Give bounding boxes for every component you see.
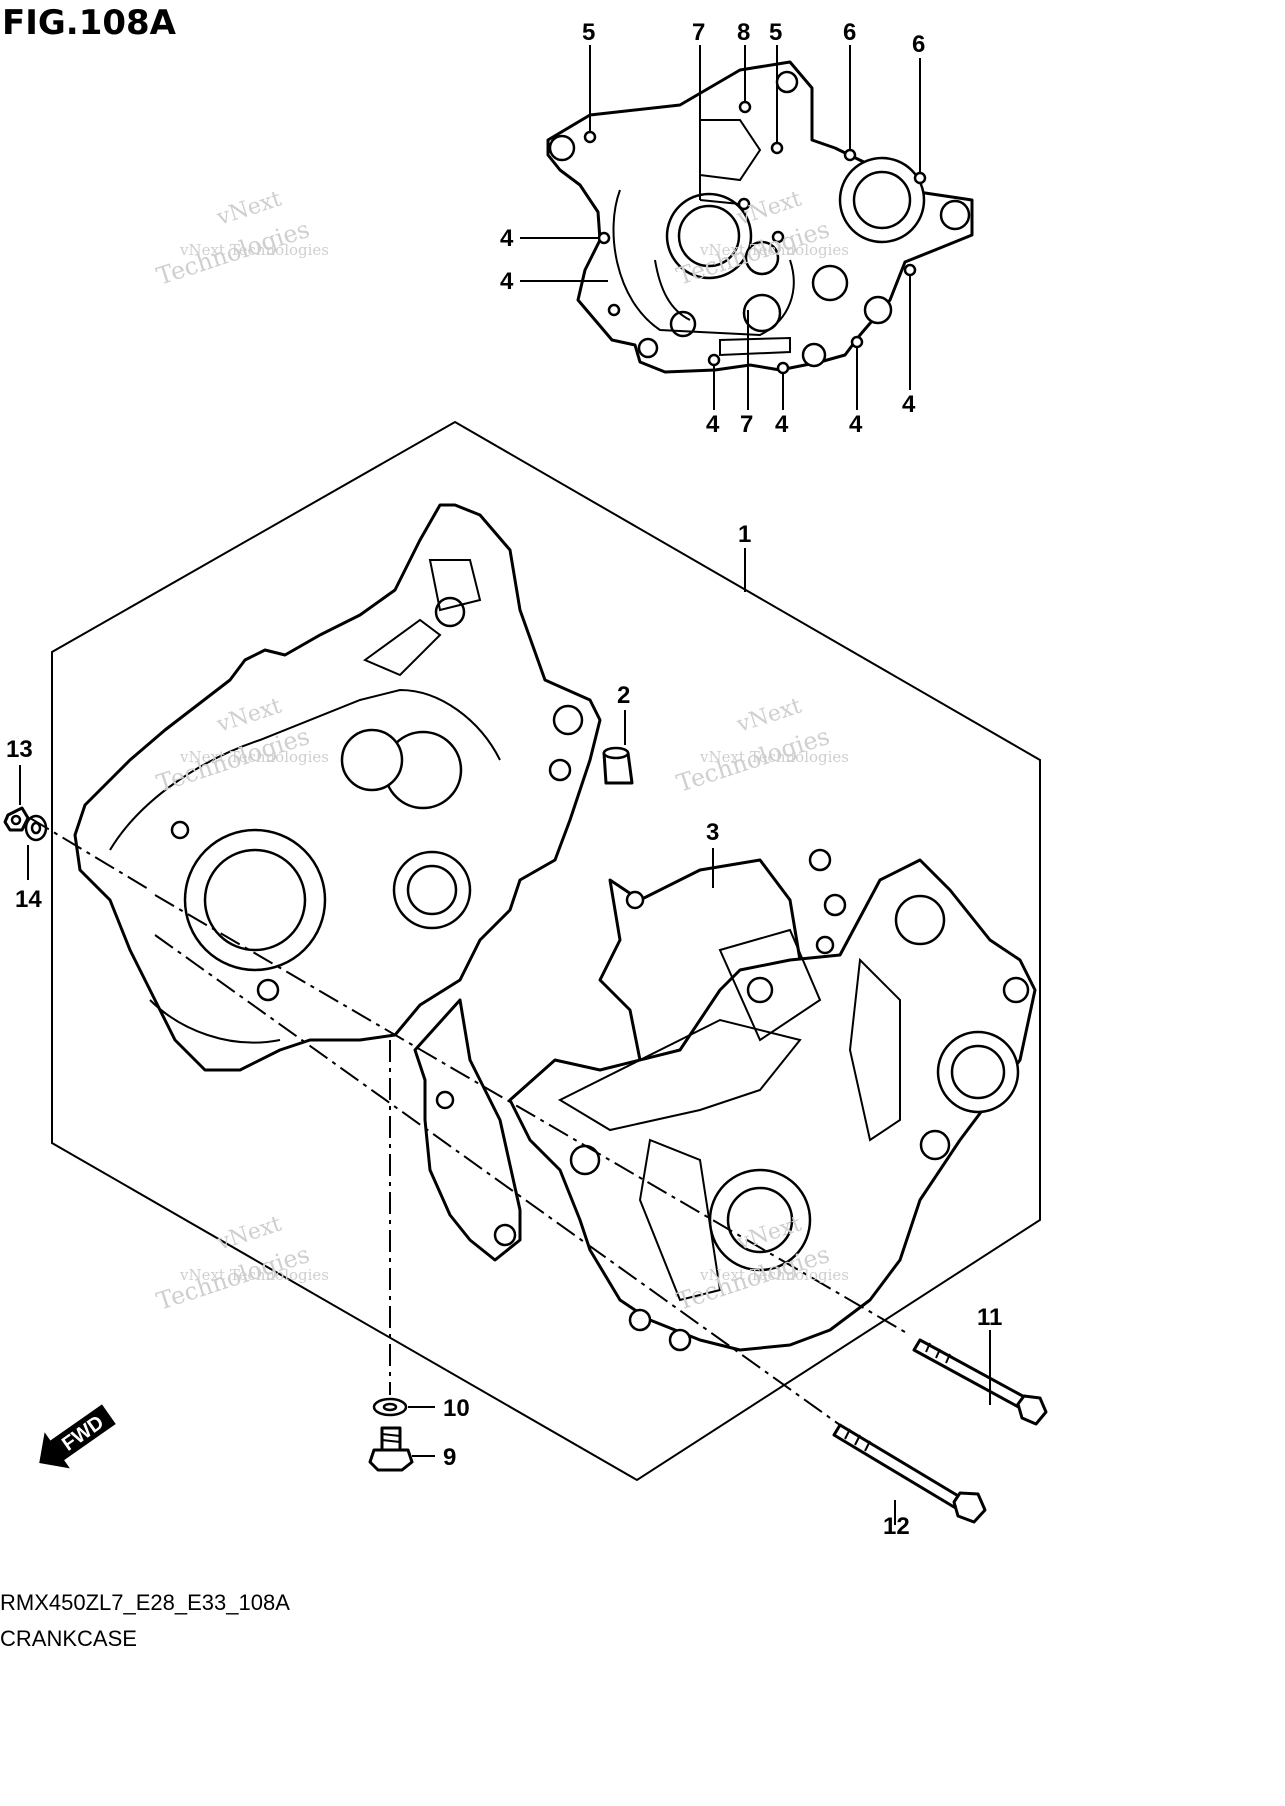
long-bolt-part-11 bbox=[912, 1338, 1048, 1426]
washer-part-10 bbox=[372, 1397, 408, 1417]
callout-bot-4c: 4 bbox=[849, 411, 863, 438]
washer-part-14 bbox=[24, 814, 48, 842]
callout-bot-4b: 4 bbox=[775, 411, 789, 438]
watermark-text: vNext Technologies bbox=[699, 1266, 849, 1284]
callout-3: 3 bbox=[706, 819, 719, 846]
callout-top-4b: 4 bbox=[500, 268, 514, 295]
callout-9: 9 bbox=[443, 1444, 456, 1471]
nut-part-13 bbox=[3, 806, 30, 832]
callout-1: 1 bbox=[738, 521, 751, 548]
callout-top-4a: 4 bbox=[500, 225, 514, 252]
callout-top-6a: 6 bbox=[843, 19, 856, 46]
callout-14: 14 bbox=[15, 886, 42, 913]
callout-2: 2 bbox=[617, 682, 630, 709]
figure-caption: CRANKCASE bbox=[0, 1626, 137, 1651]
watermark-text: vNext Technologies bbox=[179, 241, 329, 259]
callout-12: 12 bbox=[883, 1513, 910, 1540]
callout-bot-7: 7 bbox=[740, 411, 753, 438]
figure-code: RMX450ZL7_E28_E33_108A bbox=[0, 1590, 290, 1615]
main-leader-lines bbox=[19, 548, 991, 1525]
callout-13: 13 bbox=[6, 736, 33, 763]
watermark-text: vNext Technologies bbox=[179, 748, 329, 766]
callout-bot-4a: 4 bbox=[706, 411, 720, 438]
callout-top-7a: 7 bbox=[692, 19, 705, 46]
bolt-part-9 bbox=[368, 1426, 414, 1472]
callout-11: 11 bbox=[977, 1304, 1002, 1331]
callout-10: 10 bbox=[443, 1395, 470, 1422]
callout-top-8: 8 bbox=[737, 19, 750, 46]
watermark-text: vNext Technologies bbox=[699, 748, 849, 766]
fwd-direction-arrow: FWD bbox=[39, 1404, 116, 1469]
assembly-outline-frame bbox=[51, 420, 1041, 1482]
top-detail-callouts: 5 7 8 5 6 6 4 4 4 7 4 4 4 bbox=[500, 19, 925, 438]
dowel-pin-part-2 bbox=[602, 746, 634, 785]
callout-top-6b: 6 bbox=[912, 31, 925, 58]
left-crankcase-half bbox=[73, 503, 602, 1072]
callout-top-5b: 5 bbox=[769, 19, 782, 46]
top-detail-crankcase-view bbox=[546, 60, 974, 375]
watermark-text: vNext Technologies bbox=[699, 241, 849, 259]
long-bolt-part-12 bbox=[832, 1423, 987, 1524]
callout-top-5a: 5 bbox=[582, 19, 595, 46]
figure-title: FIG.108A bbox=[2, 3, 177, 43]
watermark-text: vNext Technologies bbox=[179, 1266, 329, 1284]
top-detail-leader-lines bbox=[520, 45, 921, 410]
callout-bot-4d: 4 bbox=[902, 391, 916, 418]
main-callouts: 1 2 3 9 10 11 12 13 14 bbox=[6, 521, 1002, 1540]
alignment-lines bbox=[29, 817, 911, 1426]
right-crankcase-half bbox=[508, 858, 1037, 1352]
